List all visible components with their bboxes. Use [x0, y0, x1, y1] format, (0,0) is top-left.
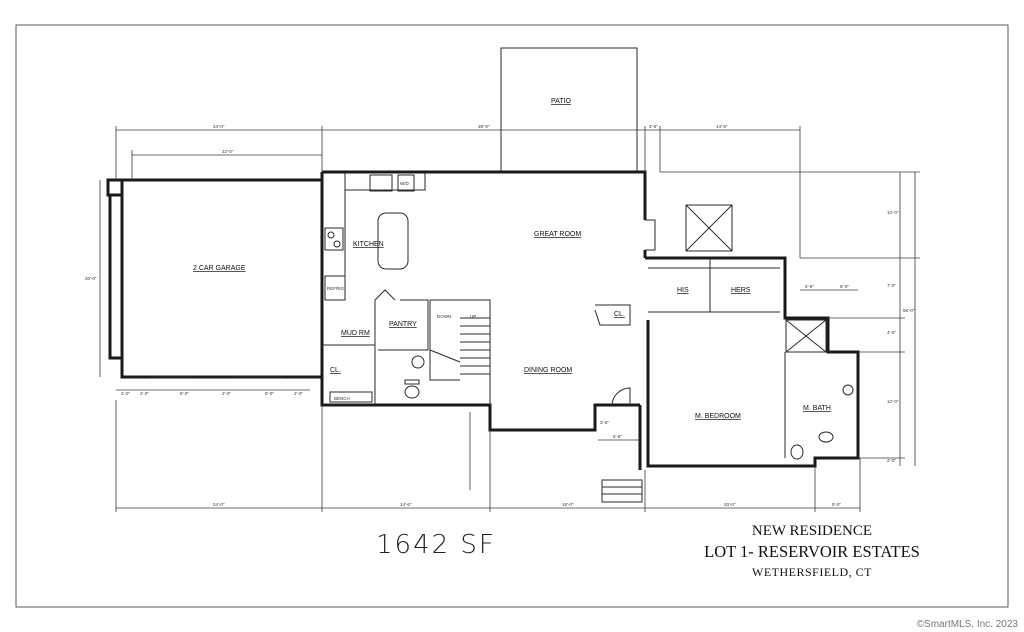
room-label-his: HIS [677, 287, 689, 294]
room-label-dining-room: DINING ROOM [524, 367, 572, 374]
patio: PATIO [500, 47, 638, 173]
title-line-2: LOT 1- RESERVOIR ESTATES [704, 542, 920, 561]
drawing-border [15, 24, 1009, 608]
svg-text:4'-0": 4'-0" [887, 330, 896, 335]
title-block: NEW RESIDENCE LOT 1- RESERVOIR ESTATES W… [704, 523, 920, 579]
svg-text:24'-0": 24'-0" [213, 124, 225, 129]
svg-text:DOWN: DOWN [437, 314, 451, 319]
svg-text:8'-0": 8'-0" [265, 391, 274, 396]
title-line-1: NEW RESIDENCE [752, 523, 872, 539]
label-bench: BENCH [334, 396, 350, 401]
room-label-garage: 2 CAR GARAGE [193, 265, 246, 272]
svg-text:18'-0": 18'-0" [562, 502, 574, 507]
svg-text:3'-6": 3'-6" [649, 124, 658, 129]
room-label-master-bath: M. BATH [803, 405, 831, 412]
room-label-kitchen: KITCHEN [353, 241, 384, 248]
svg-text:5'-0": 5'-0" [840, 284, 849, 289]
garage: 2 CAR GARAGE [106, 178, 324, 379]
stairs: DOWN UP [429, 299, 491, 405]
svg-text:24'-0": 24'-0" [213, 502, 225, 507]
room-label-closet-mud: CL. [330, 367, 341, 374]
svg-text:7'-0": 7'-0" [887, 283, 896, 288]
svg-text:5'-6": 5'-6" [805, 284, 814, 289]
svg-text:2'-0": 2'-0" [887, 458, 896, 463]
interior: W/D REFRIG KITCHEN GREAT ROOM MUD RM PAN… [322, 172, 854, 460]
room-label-refrig: REFRIG [327, 286, 345, 291]
svg-text:2'-0": 2'-0" [294, 391, 303, 396]
rear-steps [601, 479, 643, 503]
svg-text:14'-6": 14'-6" [400, 502, 412, 507]
room-label-closet-dining: CL. [614, 311, 625, 318]
square-footage: 1642 SF [376, 530, 496, 560]
room-label-pantry: PANTRY [389, 321, 417, 328]
svg-text:56'-0": 56'-0" [903, 308, 915, 313]
dimension-lines [99, 126, 920, 512]
svg-text:3'-6": 3'-6" [600, 420, 609, 425]
dimension-labels: 24'-0" 38'-0" 3'-6" 14'-6" 22'-0" 24'-0"… [85, 124, 915, 507]
svg-text:8'-0": 8'-0" [180, 391, 189, 396]
svg-text:UP: UP [470, 314, 476, 319]
svg-text:2'-0": 2'-0" [140, 391, 149, 396]
title-line-3: WETHERSFIELD, CT [752, 565, 872, 579]
svg-text:14'-6": 14'-6" [716, 124, 728, 129]
room-label-patio: PATIO [551, 98, 572, 105]
room-label-mud-room: MUD RM [341, 330, 370, 337]
room-label-master-bedroom: M. BEDROOM [695, 413, 741, 420]
svg-text:2'-0": 2'-0" [222, 391, 231, 396]
svg-text:12'-0": 12'-0" [887, 399, 899, 404]
room-label-hers: HERS [731, 287, 751, 294]
svg-text:20'-0": 20'-0" [85, 276, 97, 281]
svg-text:20'-0": 20'-0" [724, 502, 736, 507]
room-label-great-room: GREAT ROOM [534, 231, 581, 238]
svg-text:2'-0": 2'-0" [121, 391, 130, 396]
svg-text:W/D: W/D [400, 181, 409, 186]
svg-text:38'-0": 38'-0" [478, 124, 490, 129]
svg-text:5'-0": 5'-0" [832, 502, 841, 507]
svg-text:12'-0": 12'-0" [887, 210, 899, 215]
copyright-watermark: ©SmartMLS, Inc. 2023 [917, 619, 1019, 630]
svg-text:5'-6": 5'-6" [613, 434, 622, 439]
svg-text:22'-0": 22'-0" [222, 149, 234, 154]
